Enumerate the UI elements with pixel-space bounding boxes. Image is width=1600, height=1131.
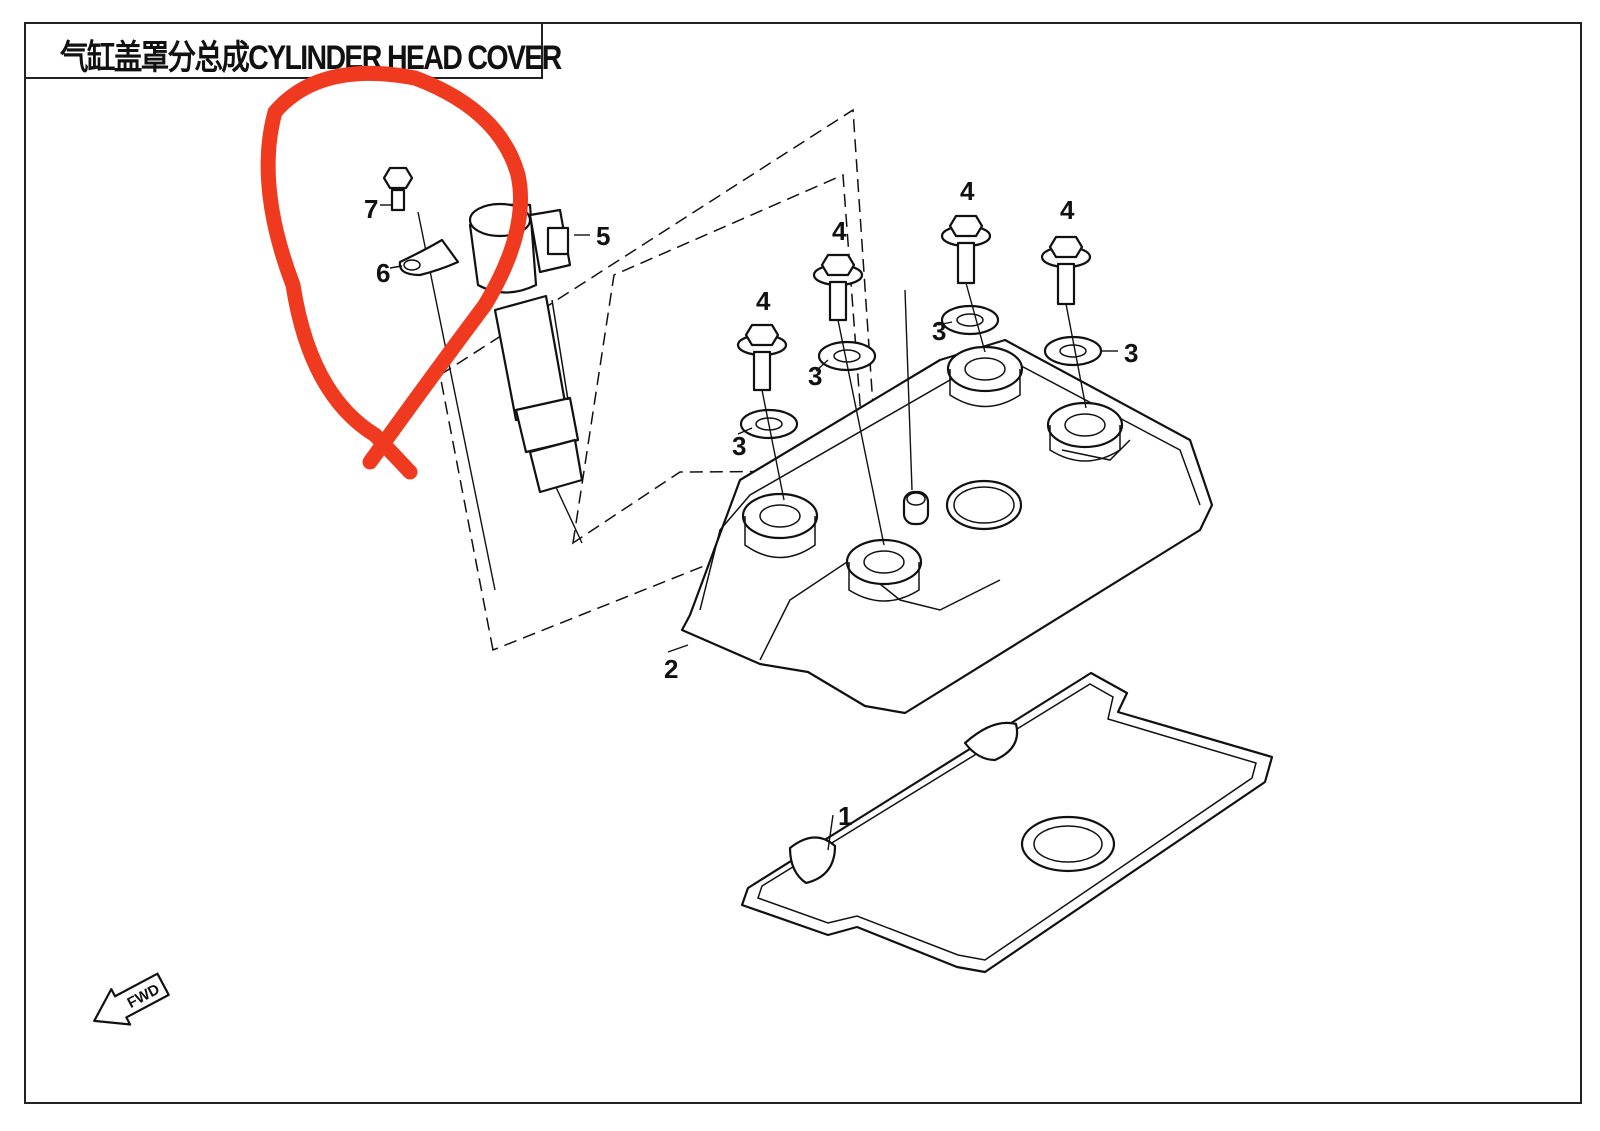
callout-3: 3 <box>732 431 746 461</box>
callout-3: 3 <box>808 361 822 391</box>
callout-6: 6 <box>376 258 390 288</box>
ignition-coil-part <box>468 202 584 494</box>
cylinder-head-cover-part <box>680 338 1214 715</box>
callout-4: 4 <box>960 176 975 206</box>
callout-1: 1 <box>838 801 852 831</box>
callout-3: 3 <box>932 316 946 346</box>
diagram-title: 气缸盖罩分总成CYLINDER HEAD COVER <box>60 39 562 77</box>
callout-4: 4 <box>832 216 847 246</box>
inner-dashed-assembly-boundary <box>572 173 866 545</box>
callout-7: 7 <box>364 194 378 224</box>
callout-4: 4 <box>756 286 771 316</box>
callout-3: 3 <box>1124 338 1138 368</box>
red-annotation-loop <box>260 65 528 480</box>
gasket-part <box>740 671 1274 974</box>
callout-4: 4 <box>1060 195 1075 225</box>
callout-leaders <box>380 204 1118 851</box>
fwd-arrow-icon: FWD <box>93 972 170 1026</box>
screw-part <box>382 166 414 212</box>
drawing-frame <box>24 22 1582 1104</box>
bracket-part <box>398 238 460 277</box>
flange-bolt-parts <box>736 214 1092 392</box>
callout-5: 5 <box>596 221 610 251</box>
title-block <box>24 22 543 79</box>
callout-2: 2 <box>664 654 678 684</box>
washer-parts <box>739 304 1103 440</box>
